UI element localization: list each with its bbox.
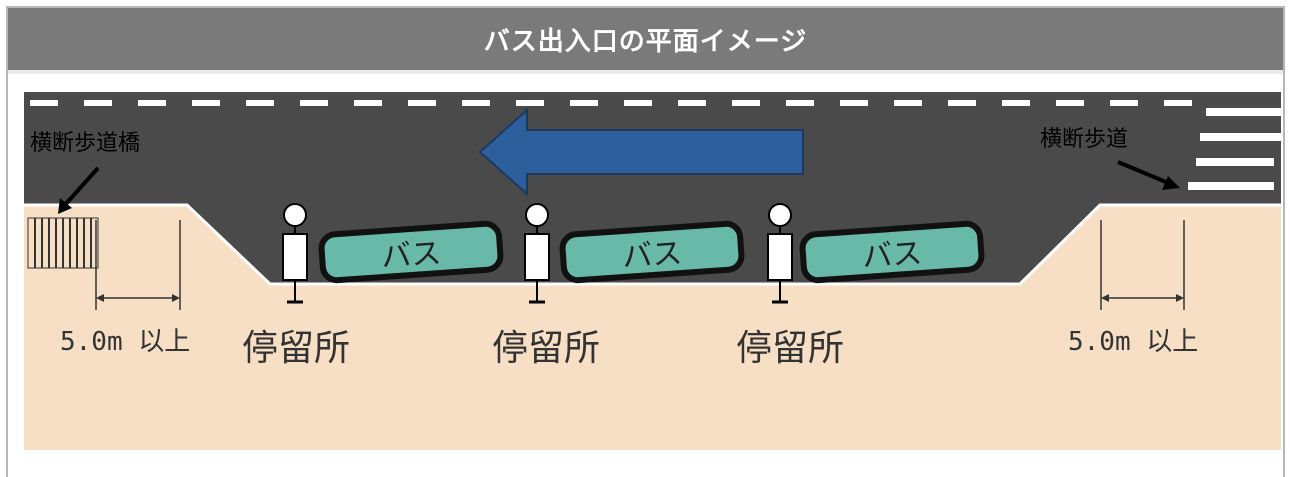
stop-pole-head bbox=[768, 203, 792, 227]
bus-2-label: バス bbox=[621, 236, 683, 275]
bus-3: バス bbox=[799, 220, 985, 284]
crosswalk-stripes bbox=[1188, 108, 1281, 190]
bus-stop-3 bbox=[767, 203, 793, 304]
header-divider bbox=[8, 70, 1283, 74]
diagram-title: バス出入口の平面イメージ bbox=[483, 26, 808, 57]
panel-frame bbox=[6, 6, 1285, 477]
traffic-direction-arrow bbox=[478, 107, 804, 197]
footbridge-stairs bbox=[27, 217, 99, 269]
footbridge-pointer-arrowhead bbox=[58, 198, 72, 214]
crosswalk-pointer-arrowhead bbox=[1162, 176, 1180, 190]
crosswalk-pointer-line bbox=[1117, 160, 1167, 184]
stop-label-1: 停留所 bbox=[242, 328, 350, 369]
stop-label-2: 停留所 bbox=[492, 328, 600, 369]
stop-pole-head bbox=[283, 203, 307, 227]
bus-3-body bbox=[799, 220, 985, 284]
stop-sign-board bbox=[524, 233, 550, 281]
stop-pole-head bbox=[525, 203, 549, 227]
stop-sign-board bbox=[767, 233, 793, 281]
lane-divider-dashes bbox=[30, 100, 1192, 106]
bus-3-label: バス bbox=[861, 236, 923, 275]
bus-stop-1 bbox=[282, 203, 308, 304]
footbridge-label: 横断歩道橋 bbox=[30, 131, 140, 156]
diagram-header: バス出入口の平面イメージ bbox=[8, 8, 1283, 70]
bus-1-body bbox=[318, 220, 504, 284]
bus-2-body bbox=[559, 220, 745, 284]
left-distance-marker bbox=[95, 220, 181, 310]
bus-2: バス bbox=[559, 220, 745, 284]
right-distance-label: 5.0m 以上 bbox=[1068, 327, 1198, 357]
right-distance-marker bbox=[1100, 220, 1185, 310]
stop-label-3: 停留所 bbox=[736, 328, 844, 369]
stop-sign-board bbox=[282, 233, 308, 281]
footbridge-pointer-line bbox=[62, 166, 100, 208]
left-distance-label: 5.0m 以上 bbox=[60, 327, 190, 357]
curb-line bbox=[24, 203, 1281, 286]
bus-1-label: バス bbox=[380, 236, 442, 275]
bus-stop-2 bbox=[524, 203, 550, 304]
bus-1: バス bbox=[318, 220, 504, 284]
crosswalk-label: 横断歩道 bbox=[1040, 127, 1128, 152]
